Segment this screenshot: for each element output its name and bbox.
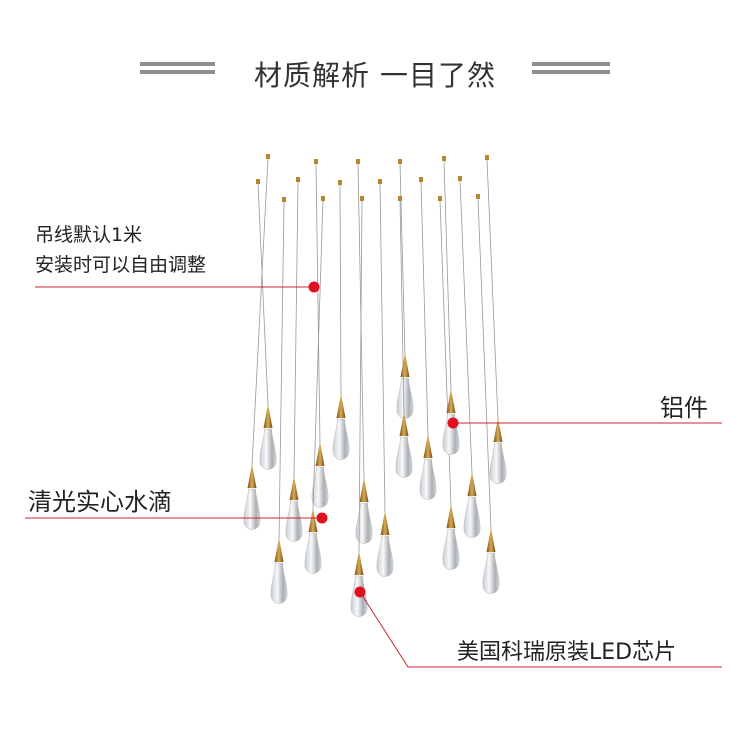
callout-water-drop bbox=[25, 512, 328, 524]
callout-aluminum-label: 铝件 bbox=[660, 394, 708, 422]
water-drop-pendant-icon bbox=[442, 156, 460, 455]
water-drop-pendant-icon bbox=[438, 196, 460, 570]
header-decoration-right bbox=[532, 62, 610, 76]
callout-water-drop-label: 清光实心水滴 bbox=[28, 488, 172, 516]
water-drop-pendant-icon bbox=[396, 159, 414, 419]
water-drop-pendant-icon bbox=[419, 177, 437, 500]
water-drop-pendant-icon bbox=[355, 159, 373, 544]
water-drop-pendant-icon bbox=[256, 179, 277, 470]
water-drop-pendant-icon bbox=[485, 155, 507, 484]
pendant-group bbox=[243, 154, 507, 617]
wire-adjust-text: 安装时可以自由调整 bbox=[35, 254, 207, 276]
header-decoration-left bbox=[140, 62, 215, 76]
water-drop-pendant-icon bbox=[243, 154, 270, 530]
water-drop-pendant-icon bbox=[311, 159, 329, 508]
water-drop-pendant-icon bbox=[376, 179, 394, 577]
water-drop-pendant-icon bbox=[395, 196, 413, 478]
callout-wire-label: 吊线默认1米 安装时可以自由调整 bbox=[35, 220, 206, 280]
callout-led-label: 美国科瑞原装LED芯片 bbox=[457, 640, 677, 665]
water-drop-pendant-icon bbox=[285, 177, 303, 542]
page-title: 材质解析 一目了然 bbox=[254, 59, 496, 92]
callout-wire bbox=[35, 281, 320, 293]
water-drop-pendant-icon bbox=[458, 176, 481, 538]
callout-aluminum bbox=[447, 417, 722, 429]
water-drop-pendant-icon bbox=[476, 194, 500, 594]
water-drop-pendant-icon bbox=[270, 197, 288, 604]
wire-length-text: 吊线默认1米 bbox=[35, 224, 143, 246]
section-header: 材质解析 一目了然 bbox=[0, 52, 750, 96]
callout-led bbox=[354, 586, 722, 668]
water-drop-pendant-icon bbox=[350, 196, 368, 617]
water-drop-pendant-icon bbox=[304, 196, 325, 574]
water-drop-pendant-icon bbox=[332, 180, 350, 460]
